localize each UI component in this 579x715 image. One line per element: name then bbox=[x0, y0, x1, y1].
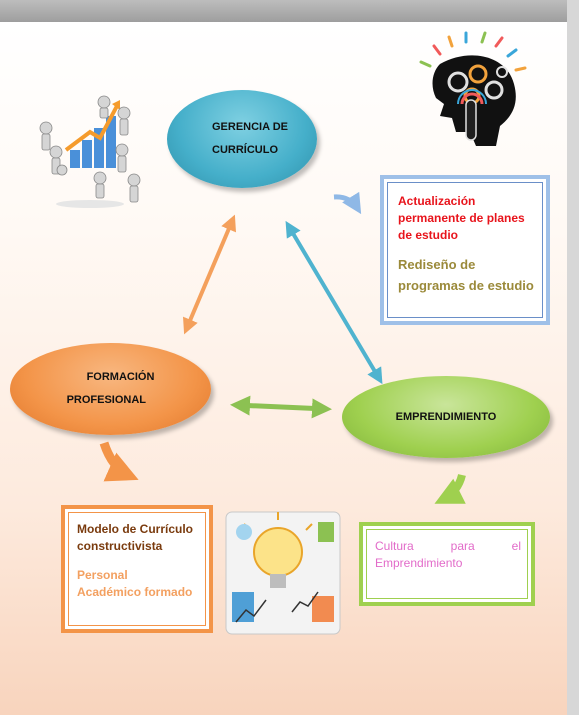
brain-gears-icon bbox=[419, 31, 527, 146]
top-frame-bar bbox=[0, 0, 579, 22]
node-formacion-profesional: FORMACIÓN PROFESIONAL bbox=[10, 343, 211, 435]
cultura-line2: Emprendimiento bbox=[375, 556, 463, 570]
modelo-subtitle-line2: Académico formado bbox=[77, 585, 193, 599]
modelo-title: Modelo de Currículo constructivista bbox=[77, 522, 194, 553]
cultura-word3: el bbox=[511, 539, 521, 553]
box-actualizacion: Actualización permanente de planes de es… bbox=[380, 175, 550, 325]
curved-arrow-to-actualizacion bbox=[333, 191, 362, 215]
node-gerencia-curriculo: GERENCIA DE CURRÍCULO bbox=[167, 90, 317, 188]
modelo-subtitle: Personal Académico formado bbox=[77, 567, 199, 601]
box-modelo-curriculo: Modelo de Currículo constructivista Pers… bbox=[61, 505, 213, 633]
box-cultura-emprendimiento: Cultura para el Emprendimiento bbox=[359, 522, 535, 606]
curved-arrow-to-modelo bbox=[99, 441, 139, 482]
lightbulb-collage-icon bbox=[225, 511, 341, 635]
actualizacion-subtitle: Rediseño de programas de estudio bbox=[398, 257, 534, 293]
right-frame-bar bbox=[567, 0, 579, 715]
cultura-text: Cultura para el Emprendimiento bbox=[375, 538, 521, 572]
arrow-gerencia-emprendimiento bbox=[285, 220, 383, 385]
arrow-formacion-emprendimiento bbox=[230, 395, 332, 419]
actualizacion-title: Actualización permanente de planes de es… bbox=[398, 194, 525, 242]
curved-arrow-to-cultura bbox=[434, 473, 466, 504]
gerencia-line1: GERENCIA DE bbox=[212, 121, 288, 133]
node-emprendimiento: EMPRENDIMIENTO bbox=[342, 376, 550, 458]
cultura-word1: Cultura bbox=[375, 539, 414, 553]
formacion-line2: PROFESIONAL bbox=[66, 394, 147, 406]
cultura-line1: Cultura para el bbox=[375, 538, 521, 555]
modelo-subtitle-line1: Personal bbox=[77, 568, 128, 582]
cultura-word2: para bbox=[450, 539, 475, 553]
formacion-line1: FORMACIÓN bbox=[86, 371, 155, 383]
arrow-gerencia-formacion bbox=[183, 214, 236, 335]
business-team-graph-icon bbox=[39, 95, 141, 208]
emprendimiento-label: EMPRENDIMIENTO bbox=[395, 410, 497, 423]
gerencia-line2: CURRÍCULO bbox=[212, 144, 278, 156]
